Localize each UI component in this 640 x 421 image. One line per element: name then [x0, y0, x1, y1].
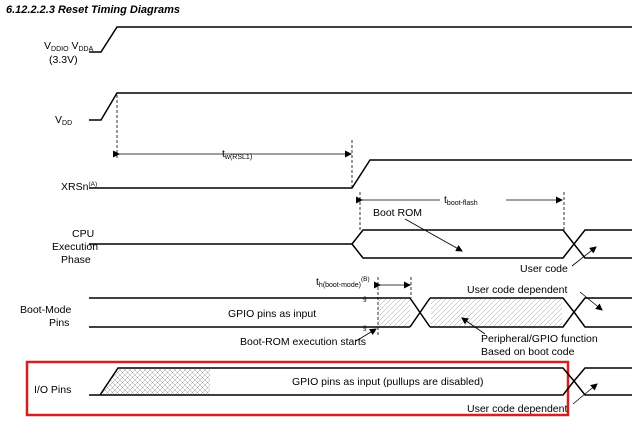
- boot-rom-pointer: [404, 218, 463, 252]
- user-code-dependent-bottom-pointer: [572, 383, 598, 405]
- io-ramp-hatch: [100, 368, 210, 395]
- peripheral-gpio-label-line1: Peripheral/GPIO function: [481, 333, 598, 345]
- user-code-dependent-top-label: User code dependent: [467, 284, 567, 296]
- bootmode-peripheral-hatch: [431, 299, 562, 326]
- cpu-user-code-phase: [573, 229, 632, 259]
- peripheral-gpio-label-line2: Based on boot code: [481, 346, 575, 358]
- user-code-label: User code: [520, 263, 568, 275]
- gpio-pullups-disabled-label: GPIO pins as input (pullups are disabled…: [292, 376, 483, 388]
- bootmode-label-line2: Pins: [49, 317, 69, 329]
- user-code-pointer: [571, 246, 597, 267]
- user-code-dependent-bottom-label: User code dependent: [467, 403, 567, 415]
- xrsn-waveform: [89, 159, 632, 189]
- tboot-flash-label: tboot-flash: [444, 194, 478, 207]
- tw-rsl1-label: tw(RSL1): [222, 148, 252, 161]
- vddio-vdda-label: VDDIO VDDA: [44, 40, 94, 53]
- cpu-label-line2: Execution: [52, 241, 98, 253]
- bootmode-user-phase: [573, 297, 632, 328]
- io-user-phase: [573, 367, 632, 396]
- gpio-as-input-label: GPIO pins as input: [228, 308, 316, 320]
- cpu-boot-rom-phase: [351, 229, 575, 259]
- bootmode-hold-hatch: [378, 299, 410, 326]
- io-gpio-input-phase: [89, 367, 575, 396]
- th-boot-mode-label: th(boot-mode)(B): [316, 276, 370, 289]
- section-heading: 6.12.2.2.3 Reset Timing Diagrams: [6, 4, 180, 16]
- vdd-waveform: [89, 92, 632, 121]
- bootmode-break-bottom: §: [363, 325, 367, 332]
- tboot-label-bg: [440, 192, 506, 206]
- bootmode-label-line1: Boot-Mode: [20, 304, 72, 316]
- user-code-dependent-top-pointer: [579, 291, 603, 311]
- cpu-label-line3: Phase: [61, 254, 91, 266]
- vdd-label: VDD: [55, 114, 72, 127]
- bootmode-transition-cross: [409, 297, 431, 328]
- xrsn-label: XRSn(A): [61, 181, 97, 193]
- cpu-label-line1: CPU: [72, 228, 94, 240]
- boot-rom-exec-starts-pointer: [355, 328, 377, 342]
- boot-rom-exec-starts-label: Boot-ROM execution starts: [240, 336, 366, 348]
- bootmode-break-top: §: [363, 296, 367, 303]
- vddio-voltage-label: (3.3V): [49, 54, 78, 66]
- io-pins-label: I/O Pins: [34, 384, 71, 396]
- vddio-waveform: [89, 26, 632, 53]
- peripheral-gpio-pointer: [461, 317, 486, 335]
- boot-rom-label: Boot ROM: [373, 207, 422, 219]
